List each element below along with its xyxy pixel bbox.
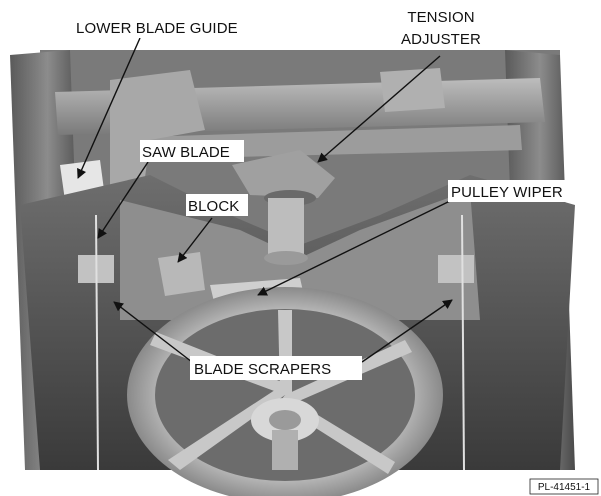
- arrow-saw-blade: [97, 161, 149, 239]
- label-lower-blade-guide: LOWER BLADE GUIDE: [76, 20, 238, 37]
- tension-adjuster-handle: [232, 150, 335, 198]
- callout-arrows: [77, 37, 453, 363]
- label-blade-scrapers: BLADE SCRAPERS: [194, 361, 331, 378]
- arrow-lower-blade-guide: [77, 37, 141, 179]
- label-tension-line2: ADJUSTER: [401, 31, 481, 48]
- label-saw-blade: SAW BLADE: [142, 144, 230, 161]
- part-number-box: PL-41451-1: [529, 478, 599, 495]
- callout-labels: LOWER BLADE GUIDE TENSION ADJUSTER SAW B…: [74, 6, 596, 380]
- block-part: [158, 252, 205, 296]
- arrow-blade-scraper-right: [361, 299, 453, 363]
- saw-blade-right: [461, 214, 465, 471]
- tension-post: [268, 198, 304, 258]
- saw-blade-left: [95, 214, 99, 471]
- part-number: PL-41451-1: [538, 482, 591, 493]
- arrow-pulley-wiper: [257, 199, 453, 296]
- arrow-block: [177, 217, 213, 263]
- arrow-tension-adjuster: [317, 55, 441, 163]
- arrow-blade-scraper-left: [113, 301, 193, 363]
- label-block: BLOCK: [188, 198, 239, 215]
- machine-illustration: [10, 50, 575, 496]
- pulley-wheel: [127, 287, 443, 496]
- label-tension-line1: TENSION: [407, 9, 474, 26]
- right-blade-scraper: [438, 255, 474, 283]
- label-pulley-wiper: PULLEY WIPER: [451, 184, 563, 201]
